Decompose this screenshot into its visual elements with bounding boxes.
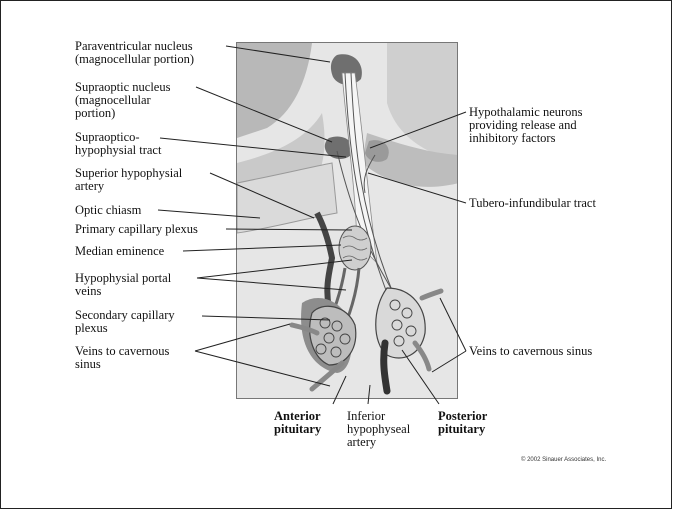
label-median-eminence: Median eminence	[75, 245, 164, 258]
label-veins-to-cavernous-sinus-right: Veins to cavernous sinus	[469, 345, 592, 358]
copyright-notice: © 2002 Sinauer Associates, Inc.	[521, 457, 606, 463]
label-optic-chiasm: Optic chiasm	[75, 204, 141, 217]
label-superior-hypophysial-artery: Superior hypophysial artery	[75, 167, 182, 193]
label-anterior-pituitary: Anterior pituitary	[274, 410, 321, 436]
label-primary-capillary-plexus: Primary capillary plexus	[75, 223, 198, 236]
label-posterior-pituitary: Posterior pituitary	[438, 410, 487, 436]
label-supraoptico-hypophysial-tract: Supraoptico- hypophysial tract	[75, 131, 161, 157]
label-veins-to-cavernous-sinus-left: Veins to cavernous sinus	[75, 345, 169, 371]
label-tubero-infundibular-tract: Tubero-infundibular tract	[469, 197, 596, 210]
label-hypophysial-portal-veins: Hypophysial portal veins	[75, 272, 171, 298]
label-inferior-hypophyseal-artery: Inferior hypophyseal artery	[347, 410, 410, 449]
label-secondary-capillary-plexus: Secondary capillary plexus	[75, 309, 175, 335]
label-hypothalamic-neurons: Hypothalamic neurons providing release a…	[469, 106, 583, 145]
label-paraventricular-nucleus: Paraventricular nucleus (magnocellular p…	[75, 40, 194, 66]
label-supraoptic-nucleus: Supraoptic nucleus (magnocellular portio…	[75, 81, 170, 120]
